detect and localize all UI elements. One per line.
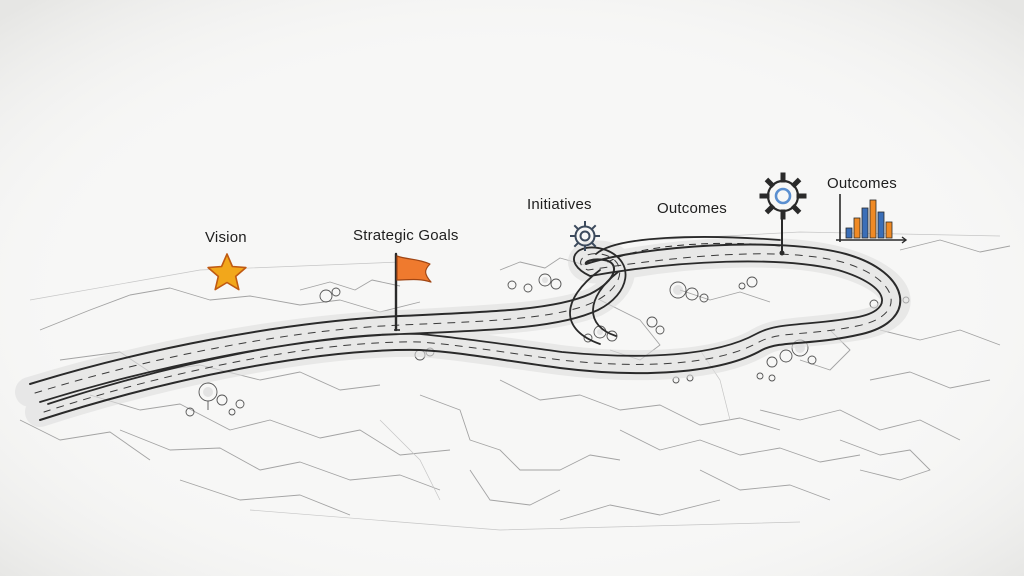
gear-icon (570, 221, 600, 251)
bar-chart-icon (836, 194, 908, 244)
road-s-curve (569, 236, 781, 345)
flag-icon (394, 252, 432, 332)
milestone-label-strategic-goals: Strategic Goals (353, 227, 459, 244)
chart-bar (853, 217, 861, 239)
milestone-label-initiatives: Initiatives (527, 196, 592, 213)
chart-bar (877, 211, 885, 239)
chart-bar (845, 227, 853, 239)
road-edge-inner (39, 246, 883, 405)
chart-bar (861, 207, 869, 239)
terrain-outlines (19, 239, 1011, 521)
chart-bar (885, 221, 893, 239)
chart-bar (869, 199, 877, 239)
star-icon (207, 253, 247, 291)
road-center-dashes (34, 253, 892, 413)
winding-road (15, 237, 911, 427)
milestone-label-vision: Vision (205, 229, 247, 246)
milestone-label-outcomes: Outcomes (657, 200, 727, 217)
milestone-label-outcomes-chart: Outcomes (827, 175, 897, 192)
road-edge-outer (29, 243, 902, 421)
large-gear-icon (759, 172, 807, 256)
